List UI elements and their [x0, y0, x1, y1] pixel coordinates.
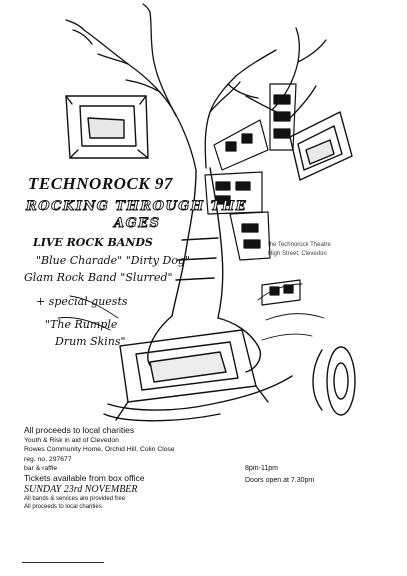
- venue-note: the Technorock Theatre High Street, Clev…: [268, 241, 331, 259]
- band-names-line-2: Glam Rock Band "Slurred": [24, 271, 173, 284]
- film-strip: [204, 83, 301, 306]
- event-title: TECHNOROCK 97: [28, 174, 173, 193]
- venue-note-line: High Street, Clevedon: [268, 251, 327, 257]
- proceeds-line: All proceeds to local charities: [24, 425, 135, 435]
- doors-open-time: Doors open at 7.30pm: [245, 477, 315, 484]
- tv-right: [289, 111, 353, 181]
- event-hours: 8pm-11pm: [245, 465, 278, 472]
- band-names-line-1: "Blue Charade" "Dirty Dog": [36, 254, 191, 267]
- tickets-line: Tickets available from box office: [24, 473, 145, 484]
- disc-shape: [312, 346, 356, 416]
- registration-number: reg. no. 297677: [24, 455, 72, 463]
- venue-note-line: the Technorock Theatre: [268, 242, 331, 248]
- event-info-block: All proceeds to local charities Youth & …: [24, 425, 175, 511]
- bottom-divider: [22, 562, 104, 563]
- bar-raffle-line: bar & raffle: [24, 464, 58, 472]
- radiating-lines: [57, 283, 325, 341]
- tagline-line-1: ROCKING THROUGH THE: [26, 199, 248, 215]
- tv-bottom: [103, 329, 293, 422]
- small-print-line-2: All proceeds to local charities: [24, 503, 102, 510]
- tv-top-left: [65, 95, 149, 159]
- event-date: SUNDAY 23rd NOVEMBER: [24, 484, 138, 496]
- charity-line-1: Youth & Risk in aid of Clevedon: [24, 437, 119, 444]
- guest-name-line-1: "The Rumple: [45, 318, 118, 331]
- guest-name-line-2: Drum Skins": [55, 335, 126, 348]
- live-bands-heading: LIVE ROCK BANDS: [33, 236, 153, 249]
- small-print-line-1: All bands & services are provided free: [24, 496, 126, 503]
- special-guests-label: + special guests: [36, 295, 128, 308]
- tree-branches: [65, 3, 327, 171]
- charity-line-2: Rowes Community Home, Orchid Hill, Colin…: [24, 446, 175, 454]
- event-times: 8pm-11pm Doors open at 7.30pm: [245, 463, 314, 487]
- tagline-line-2: AGES: [114, 216, 161, 232]
